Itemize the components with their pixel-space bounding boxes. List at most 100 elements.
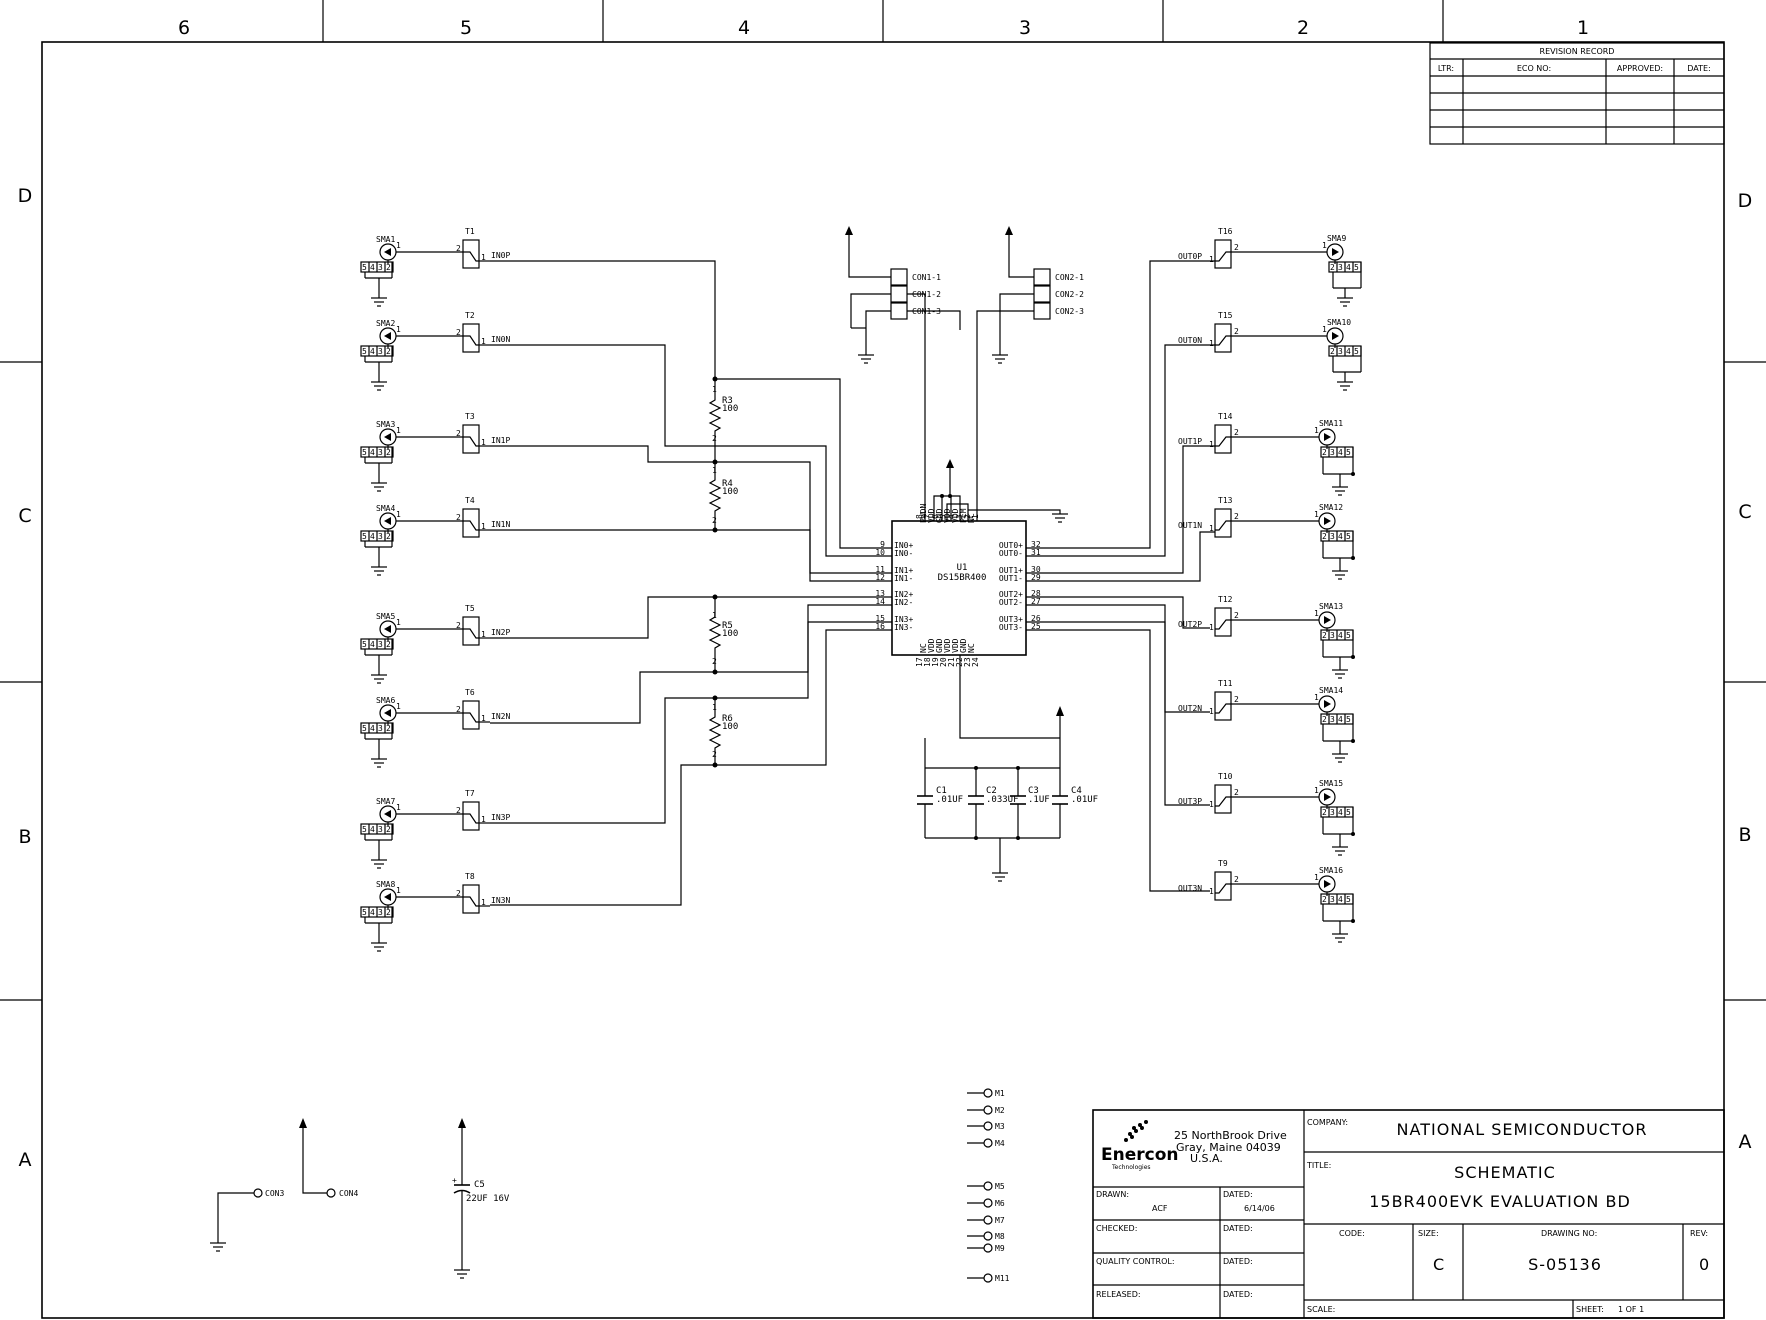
ic-pin-number: 14 bbox=[875, 597, 885, 606]
drawn-date: 6/14/06 bbox=[1244, 1204, 1275, 1213]
pin-number: 3 bbox=[1330, 631, 1335, 640]
pin-number: 4 bbox=[370, 448, 375, 457]
transformer-ref: T2 bbox=[465, 311, 475, 320]
net-label: OUT3P bbox=[1178, 797, 1202, 806]
pin-number: 1 bbox=[712, 703, 717, 712]
pin-number: 3 bbox=[378, 825, 383, 834]
size-label: SIZE: bbox=[1418, 1229, 1439, 1238]
mounting-hole: M5 bbox=[967, 1181, 1005, 1191]
ic-pin-name: IN3- bbox=[894, 623, 913, 632]
sma-ref: SMA1 bbox=[376, 235, 395, 244]
row-label: D bbox=[1738, 190, 1753, 212]
ic-pin-number: 1 bbox=[971, 514, 980, 519]
revision-header: ECO NO: bbox=[1517, 64, 1551, 73]
ic-pin-number: 32 bbox=[1031, 540, 1041, 549]
ic-pin-number: 8 bbox=[915, 514, 924, 519]
pin-number: 1 bbox=[396, 702, 401, 711]
pin-number: 4 bbox=[1338, 631, 1343, 640]
mount-hole-icon bbox=[983, 1215, 993, 1225]
capacitor-value: .01UF bbox=[1071, 795, 1098, 805]
drawing-title: SCHEMATIC bbox=[1454, 1163, 1556, 1182]
pin-number: 5 bbox=[1354, 347, 1359, 356]
pin-number: 2 bbox=[712, 434, 717, 443]
drawn-label: DRAWN: bbox=[1096, 1190, 1129, 1199]
mount-label: M8 bbox=[995, 1232, 1005, 1241]
ic-pin-number: 7 bbox=[923, 514, 932, 519]
drawing-subtitle: 15BR400EVK EVALUATION BD bbox=[1369, 1192, 1631, 1211]
pin-number: 1 bbox=[481, 253, 486, 262]
ic-pin-name: OUT2- bbox=[999, 598, 1023, 607]
pin-number: 1 bbox=[1209, 440, 1214, 449]
pin-number: 4 bbox=[370, 347, 375, 356]
ic-pin-name: IN3+ bbox=[894, 615, 913, 624]
ic-pin-number: 28 bbox=[1031, 589, 1041, 598]
pin-number: 5 bbox=[1346, 448, 1351, 457]
sma-ref: SMA13 bbox=[1319, 602, 1343, 611]
pin-number: 5 bbox=[1346, 808, 1351, 817]
ic-pin-name: VDD bbox=[943, 638, 952, 653]
sma-ref: SMA15 bbox=[1319, 779, 1343, 788]
pin-number: 2 bbox=[1234, 327, 1239, 336]
transformer-icon bbox=[1214, 871, 1232, 901]
pin-number: 2 bbox=[386, 532, 391, 541]
ic-pin-name: IN2- bbox=[894, 598, 913, 607]
row-label: B bbox=[18, 826, 31, 848]
pin-number: 2 bbox=[1322, 631, 1327, 640]
pin-number: 3 bbox=[1330, 532, 1335, 541]
pin-number: 2 bbox=[456, 889, 461, 898]
pin-number: 1 bbox=[1209, 800, 1214, 809]
pin-number: 4 bbox=[1346, 263, 1351, 272]
net-label: OUT0N bbox=[1178, 336, 1202, 345]
dated-label: DATED: bbox=[1223, 1290, 1253, 1299]
ic-ref: U1 bbox=[957, 563, 968, 573]
net-label: OUT1P bbox=[1178, 437, 1202, 446]
net-label: IN2P bbox=[491, 628, 510, 637]
sma-ref: SMA7 bbox=[376, 797, 395, 806]
pin-number: 1 bbox=[712, 385, 717, 394]
ic-pin-number: 5 bbox=[939, 514, 948, 519]
sma-ref: SMA16 bbox=[1319, 866, 1343, 875]
resistor-value: 100 bbox=[722, 722, 738, 732]
ic-pin-name: NC bbox=[967, 643, 976, 653]
pin-number: 4 bbox=[370, 908, 375, 917]
transformer-ref: T5 bbox=[465, 604, 475, 613]
mount-hole-icon bbox=[983, 1088, 993, 1098]
dated-label: DATED: bbox=[1223, 1190, 1253, 1199]
pin-number: 2 bbox=[1234, 695, 1239, 704]
ic-pin-name: OUT2+ bbox=[999, 590, 1023, 599]
pin-number: 1 bbox=[1314, 693, 1319, 702]
pin-number: 3 bbox=[1330, 808, 1335, 817]
pin-number: 5 bbox=[362, 908, 367, 917]
ic-pin-name: VDD bbox=[927, 508, 936, 523]
output-wiring bbox=[1026, 260, 1215, 892]
ic-pin-number: 25 bbox=[1031, 622, 1041, 631]
address-line: U.S.A. bbox=[1190, 1152, 1223, 1165]
connector-pin-label: CON1-2 bbox=[912, 290, 941, 299]
pin-number: 1 bbox=[396, 510, 401, 519]
pin-number: 2 bbox=[456, 621, 461, 630]
capacitor-value: .1UF bbox=[1028, 795, 1050, 805]
pin-number: 1 bbox=[396, 241, 401, 250]
mounting-hole: M11 bbox=[967, 1273, 1010, 1283]
drawing-number: S-05136 bbox=[1528, 1255, 1602, 1274]
pin-number: 4 bbox=[1338, 532, 1343, 541]
ic-pin-name: IN0+ bbox=[894, 541, 913, 550]
sma-ref: SMA6 bbox=[376, 696, 395, 705]
pin-number: 2 bbox=[456, 806, 461, 815]
mount-hole-icon bbox=[983, 1181, 993, 1191]
pin-number: 1 bbox=[1209, 339, 1214, 348]
transformer-ref: T11 bbox=[1218, 679, 1233, 688]
released-label: RELEASED: bbox=[1096, 1290, 1141, 1299]
connector-pin-label: CON1-1 bbox=[912, 273, 941, 282]
logo-text: Enercon bbox=[1101, 1145, 1179, 1165]
transformer-ref: T8 bbox=[465, 872, 475, 881]
row-label: A bbox=[19, 1149, 32, 1171]
